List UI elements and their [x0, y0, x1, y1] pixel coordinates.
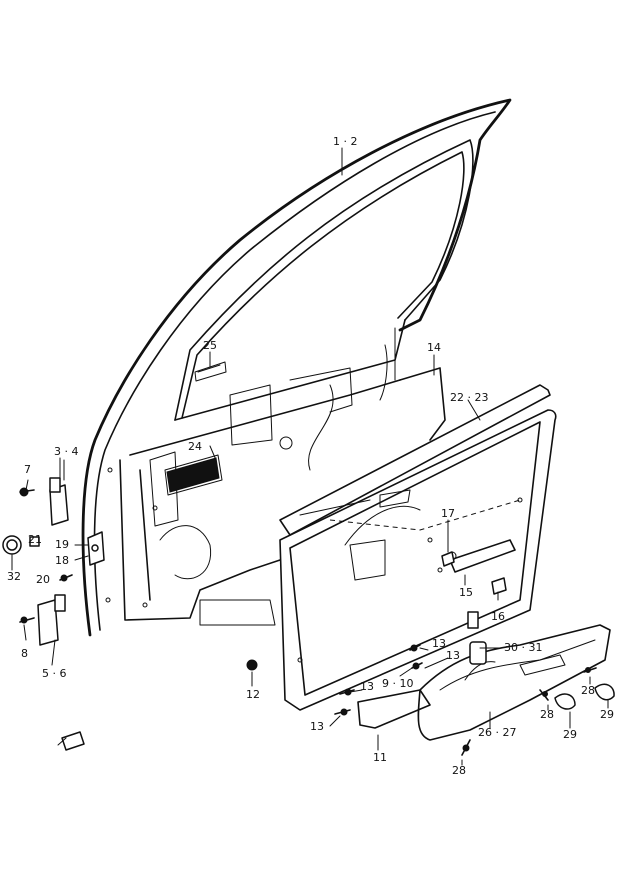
- callout-18: 18: [55, 554, 69, 567]
- water-shield-sheet: [164, 367, 446, 496]
- callout-25: 25: [203, 339, 217, 352]
- callout-1-2: 1 · 2: [333, 135, 358, 148]
- callout-29-a: 29: [563, 728, 577, 741]
- callout-16: 16: [491, 610, 505, 623]
- callout-7: 7: [24, 463, 31, 476]
- callout-13-d: 13: [310, 720, 324, 733]
- callout-9-10: 9 · 10: [382, 677, 414, 690]
- door-shell: [81, 98, 512, 637]
- callout-17: 17: [441, 507, 455, 520]
- callout-21: 21: [28, 533, 42, 546]
- callout-24: 24: [188, 440, 202, 453]
- callout-12: 12: [246, 688, 260, 701]
- callout-13-a: 13: [432, 637, 446, 650]
- callout-22-23: 22 · 23: [450, 391, 489, 404]
- callout-28-b: 28: [581, 684, 595, 697]
- callout-11: 11: [373, 751, 387, 764]
- small-parts: [2, 364, 615, 756]
- callout-29-b: 29: [600, 708, 614, 721]
- callout-13-b: 13: [446, 649, 460, 662]
- callout-20: 20: [36, 573, 50, 586]
- callout-32: 32: [7, 570, 21, 583]
- callout-28-c: 28: [452, 764, 466, 777]
- callout-8: 8: [21, 647, 28, 660]
- callout-26-27: 26 · 27: [478, 726, 517, 739]
- callout-15: 15: [459, 586, 473, 599]
- callout-13-c: 13: [360, 680, 374, 693]
- callout-30-31: 30 · 31: [504, 641, 543, 654]
- leader-lines: [11, 147, 609, 766]
- callout-3-4: 3 · 4: [54, 445, 79, 458]
- callout-5-6: 5 · 6: [42, 667, 67, 680]
- inner-trim-panel: [279, 384, 557, 711]
- callout-14: 14: [427, 341, 441, 354]
- callout-28-a: 28: [540, 708, 554, 721]
- callout-19: 19: [55, 538, 69, 551]
